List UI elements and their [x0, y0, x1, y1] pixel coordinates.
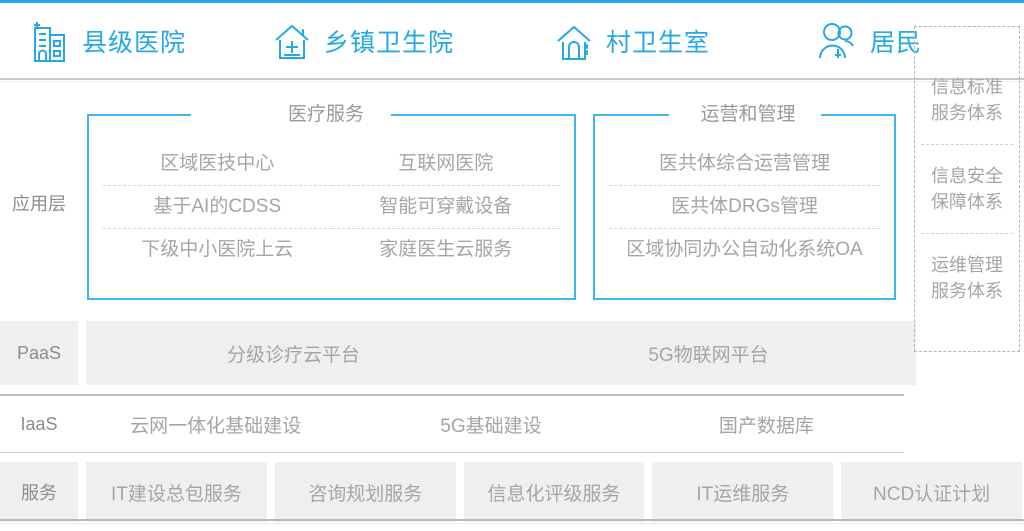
iaas-item[interactable]: 5G基础建设	[440, 415, 542, 437]
service-layer-label: 服务	[0, 462, 78, 522]
application-layer-label: 应用层	[12, 193, 66, 214]
support-system-item[interactable]: 信息安全 保障体系	[921, 144, 1013, 233]
bottom-divider-soft	[0, 523, 1024, 524]
service-card[interactable]: NCD认证计划	[841, 462, 1022, 522]
header-divider	[0, 78, 1024, 80]
support-systems-sidebar: 信息标准 服务体系 信息安全 保障体系 运维管理 服务体系	[914, 26, 1020, 352]
bottom-divider	[0, 519, 1024, 521]
header-item-label: 乡镇卫生院	[324, 28, 455, 57]
paas-items: 分级诊疗云平台 5G物联网平台	[86, 321, 916, 385]
iaas-layer-row: IaaS 云网一体化基础建设 5G基础建设 国产数据库	[0, 396, 1024, 452]
panel-cell[interactable]: 下级中小医院上云	[103, 228, 332, 271]
panel-content-grid: 医共体综合运营管理 医共体DRGs管理 区域协同办公自动化系统OA	[609, 116, 880, 298]
hospital-building-icon	[28, 18, 72, 64]
service-card[interactable]: 信息化评级服务	[463, 462, 645, 522]
iaas-layer-wrapper: IaaS 云网一体化基础建设 5G基础建设 国产数据库	[0, 394, 1024, 453]
iaas-bottom-rule	[0, 452, 904, 453]
header-item-label: 县级医院	[82, 28, 187, 57]
header-item-village-clinic[interactable]: 村卫生室	[552, 18, 710, 64]
panel-top-border	[87, 114, 576, 116]
panel-cell[interactable]: 智能可穿戴设备	[331, 185, 560, 228]
panel-cell[interactable]: 医共体DRGs管理	[609, 185, 880, 228]
support-system-line: 保障体系	[931, 192, 1003, 212]
paas-item[interactable]: 5G物联网平台	[648, 344, 769, 366]
panel-cell[interactable]: 区域医技中心	[160, 153, 275, 174]
iaas-item[interactable]: 云网一体化基础建设	[130, 415, 302, 437]
header-item-label: 居民	[870, 28, 923, 57]
paas-layer-label: PaaS	[0, 321, 78, 385]
support-system-line: 服务体系	[931, 281, 1003, 301]
panel-cell[interactable]: 区域协同办公自动化系统OA	[609, 228, 880, 271]
service-card[interactable]: IT建设总包服务	[86, 462, 267, 522]
top-accent-rule	[0, 0, 1024, 3]
support-system-line: 信息标准	[931, 77, 1003, 97]
panel-cell[interactable]: 家庭医生云服务	[331, 228, 560, 271]
service-card[interactable]: 咨询规划服务	[274, 462, 456, 522]
application-layer-panels: 医疗服务 区域医技中心 基于AI的CDSS 下级中小医院上云 互联网医院 智能可…	[78, 86, 908, 319]
header-item-township-clinic[interactable]: 乡镇卫生院	[270, 18, 454, 64]
header-divider-soft	[0, 81, 1024, 82]
support-system-line: 服务体系	[931, 103, 1003, 123]
header-item-label: 村卫生室	[606, 28, 711, 57]
architecture-stack: 应用层 医疗服务 区域医技中心 基于AI的CDSS 下级中小医院上云	[0, 86, 1024, 522]
support-system-line: 运维管理	[931, 255, 1003, 275]
residents-people-icon	[816, 18, 860, 64]
township-clinic-icon	[270, 18, 314, 64]
iaas-layer-label: IaaS	[20, 413, 58, 434]
panel-cell[interactable]: 互联网医院	[398, 153, 494, 174]
iaas-item[interactable]: 国产数据库	[718, 415, 814, 437]
support-system-line: 信息安全	[931, 166, 1003, 186]
application-layer-row: 应用层 医疗服务 区域医技中心 基于AI的CDSS 下级中小医院上云	[0, 86, 1024, 319]
service-card[interactable]: IT运维服务	[652, 462, 834, 522]
village-clinic-icon	[552, 18, 596, 64]
panel-content-grid: 区域医技中心 基于AI的CDSS 下级中小医院上云 互联网医院 智能可穿戴设备 …	[103, 116, 560, 298]
panel-top-border	[593, 114, 896, 116]
paas-item[interactable]: 分级诊疗云平台	[226, 344, 360, 366]
service-layer-row: 服务 IT建设总包服务 咨询规划服务 信息化评级服务 IT运维服务 NCD认证计…	[0, 462, 1024, 522]
support-system-item[interactable]: 运维管理 服务体系	[921, 233, 1013, 322]
panel-cell[interactable]: 基于AI的CDSS	[103, 185, 332, 228]
panel-cell[interactable]: 医共体综合运营管理	[658, 153, 830, 174]
panel-column: 区域医技中心 基于AI的CDSS 下级中小医院上云	[103, 143, 332, 271]
header-item-county-hospital[interactable]: 县级医院	[28, 18, 186, 64]
panel-medical-services[interactable]: 医疗服务 区域医技中心 基于AI的CDSS 下级中小医院上云 互联网医院 智能可…	[87, 100, 576, 300]
iaas-items: 云网一体化基础建设 5G基础建设 国产数据库	[78, 396, 904, 452]
panel-column: 医共体综合运营管理 医共体DRGs管理 区域协同办公自动化系统OA	[609, 143, 880, 271]
support-system-item[interactable]: 信息标准 服务体系	[921, 56, 1013, 144]
paas-layer-row: PaaS 分级诊疗云平台 5G物联网平台	[0, 321, 1024, 385]
panel-column: 互联网医院 智能可穿戴设备 家庭医生云服务	[331, 143, 560, 271]
header-item-residents[interactable]: 居民	[816, 18, 922, 64]
panel-operations-management[interactable]: 运营和管理 医共体综合运营管理 医共体DRGs管理 区域协同办公自动化系统OA	[593, 100, 896, 300]
header-actors-bar: 县级医院 乡镇卫生院 村卫生室	[0, 3, 1024, 78]
service-cards: IT建设总包服务 咨询规划服务 信息化评级服务 IT运维服务 NCD认证计划	[86, 462, 1024, 522]
iaas-top-rule	[0, 394, 904, 396]
